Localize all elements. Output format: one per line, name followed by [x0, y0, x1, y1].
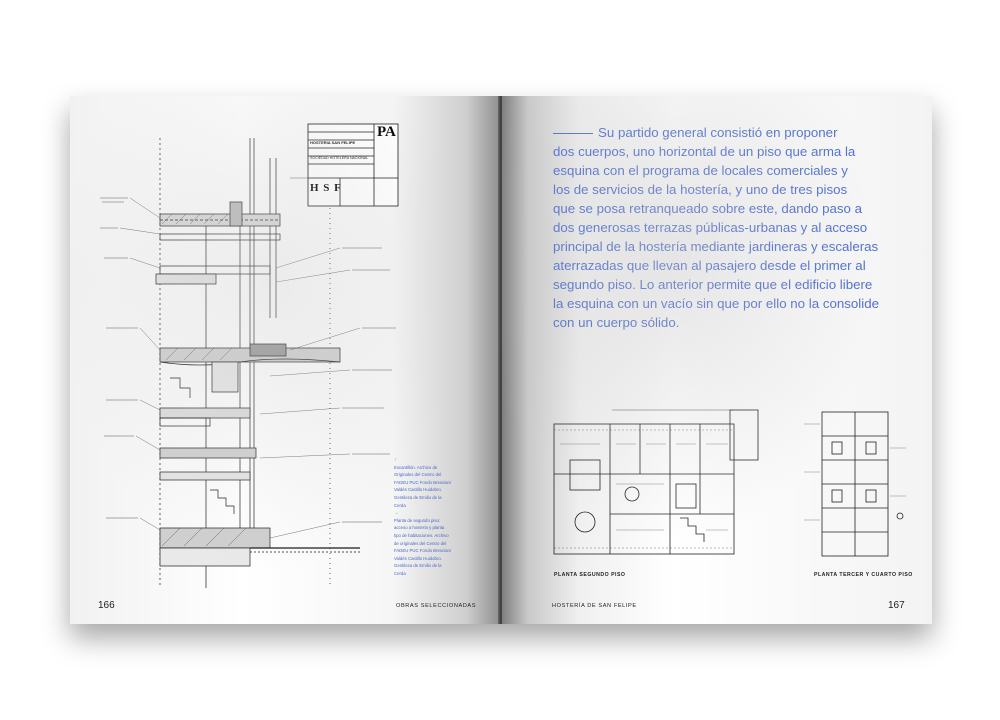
- figure-caption: ↑ Escantillón. Archivo de Originales del…: [394, 456, 452, 578]
- body-text: Su partido general consistió en proponer…: [553, 123, 913, 332]
- left-page: HOSTERIA SAN FELIPE SOCIEDAD HOTELERA NA…: [70, 96, 500, 624]
- third-fourth-floor-plan: [804, 411, 906, 557]
- caption-second-floor: PLANTA SEGUNDO PISO: [554, 572, 626, 578]
- second-floor-plan: [553, 409, 759, 555]
- body-line: Su partido general consistió en proponer: [553, 123, 913, 142]
- body-line: que se posa retranqueado sobre este, dan…: [553, 201, 863, 216]
- body-line: dos cuerpos, uno horizontal de un piso q…: [553, 144, 856, 159]
- page-number-right: 167: [888, 600, 905, 611]
- caption-bullet: ↑: [394, 457, 397, 462]
- running-head-left: OBRAS SELECCIONADAS: [396, 603, 477, 609]
- title-block-institution: SOCIEDAD HOTELERA NACIONAL: [310, 156, 369, 160]
- title-block: [307, 123, 399, 207]
- body-line: esquina con el programa de locales comer…: [553, 163, 848, 178]
- caption-third-fourth-floor: PLANTA TERCER Y CUARTO PISO: [814, 572, 913, 578]
- body-line: con un cuerpo sólido.: [553, 315, 680, 330]
- body-line: aterrazadas que llevan al pasajero desde…: [553, 258, 866, 273]
- body-line: la esquina con un vacío sin que por ello…: [553, 296, 879, 311]
- title-block-project: HOSTERIA SAN FELIPE: [310, 140, 356, 145]
- caption-2: Planta de segundo piso: acceso a hosterí…: [394, 517, 451, 576]
- running-head-right: HOSTERÍA DE SAN FELIPE: [552, 603, 637, 609]
- title-block-sheet-code: PA: [377, 124, 396, 140]
- em-rule: [553, 132, 593, 134]
- page-number-left: 166: [98, 600, 115, 611]
- book-spine: [498, 96, 504, 624]
- body-line: segundo piso. Lo anterior permite que el…: [553, 277, 873, 292]
- title-block-logo: H S F: [310, 182, 342, 194]
- body-line: principal de la hostería mediante jardin…: [553, 239, 879, 254]
- section-drawing: [100, 123, 399, 588]
- body-line: los de servicios de la hostería, y uno d…: [553, 182, 848, 197]
- caption-bullet: →: [394, 510, 399, 516]
- caption-1: Escantillón. Archivo de Originales del C…: [394, 464, 451, 508]
- open-book-spread: HOSTERIA SAN FELIPE SOCIEDAD HOTELERA NA…: [70, 96, 932, 624]
- right-page: Su partido general consistió en proponer…: [502, 96, 932, 624]
- body-line: dos generosas terrazas públicas-urbanas …: [553, 220, 868, 235]
